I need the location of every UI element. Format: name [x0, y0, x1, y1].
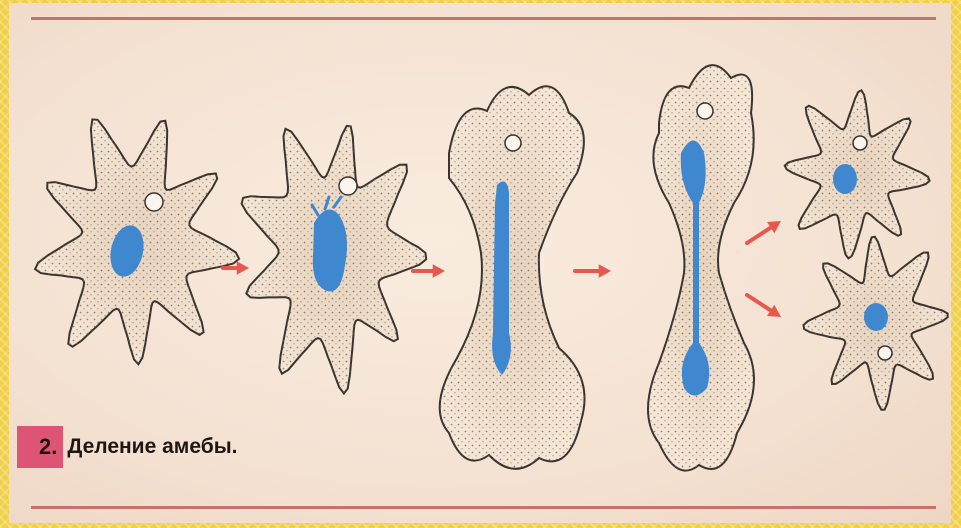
amoeba-stage-4: [648, 65, 754, 470]
arrow-head: [433, 264, 445, 277]
contractile-vacuole: [145, 193, 163, 211]
arrow-head: [237, 261, 249, 274]
amoeba-stage-3: [440, 86, 585, 469]
figure-title: Деление амебы.: [67, 435, 237, 459]
nucleus: [833, 164, 857, 194]
figure-number-badge: 2.: [17, 426, 63, 468]
arrow-shaft: [747, 295, 774, 313]
arrow-3: [575, 264, 611, 277]
arrow-4: [747, 221, 781, 243]
contractile-vacuole: [505, 135, 521, 151]
daughter-cell-top: [785, 90, 930, 258]
arrow-shaft: [747, 225, 774, 243]
bottom-rule: [31, 506, 936, 509]
contractile-vacuole: [697, 103, 713, 119]
arrow-5: [747, 295, 781, 317]
arrow-head: [599, 264, 611, 277]
nucleus-dividing: [313, 210, 347, 292]
contractile-vacuole: [339, 177, 357, 195]
figure-caption: 2. Деление амебы.: [17, 426, 237, 468]
cytoplasm-granules: [648, 65, 754, 470]
contractile-vacuole: [853, 136, 867, 150]
contractile-vacuole: [878, 346, 892, 360]
daughter-cell-bottom: [804, 237, 948, 410]
nucleus: [864, 303, 888, 331]
textbook-page: 2. Деление амебы.: [9, 3, 951, 523]
amoeba-stage-1: [35, 119, 239, 364]
amoeba-stage-2: [242, 126, 427, 394]
